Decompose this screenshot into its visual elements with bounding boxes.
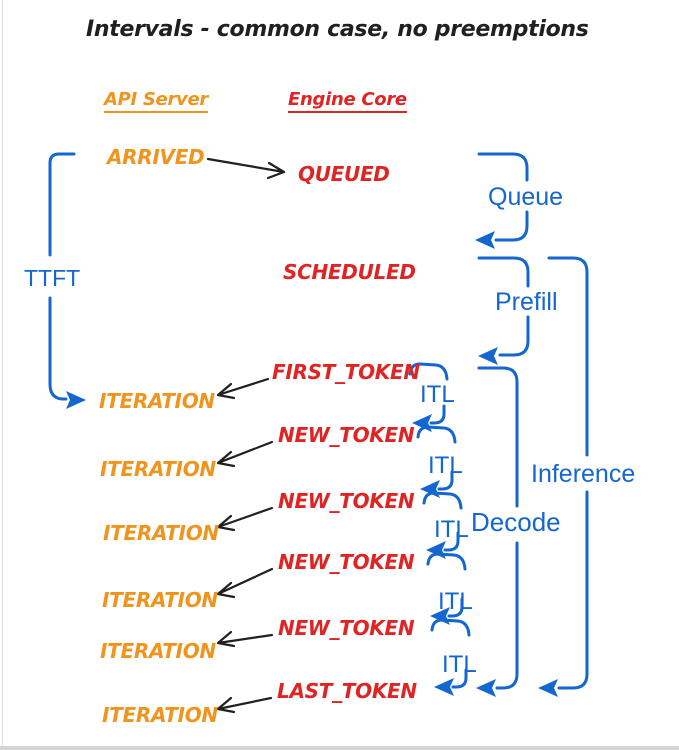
event-iteration-2: ITERATION	[100, 457, 216, 481]
interval-label-decode: Decode	[471, 507, 561, 537]
arrow-arrived-to-queued-icon	[206, 157, 286, 180]
decode-arrowhead-icon	[476, 679, 496, 697]
window-left-edge	[2, 0, 3, 750]
interval-label-inference: Inference	[531, 460, 636, 488]
prefill-arrowhead-icon	[478, 347, 498, 365]
event-iteration-4: ITERATION	[102, 588, 218, 612]
event-iteration-3: ITERATION	[103, 521, 219, 545]
interval-label-itl-5: ITL	[442, 651, 477, 678]
event-new-token-2: NEW_TOKEN	[278, 489, 415, 513]
window-bottom-edge	[0, 746, 679, 750]
interval-label-itl-3: ITL	[434, 516, 469, 543]
event-last-token: LAST_TOKEN	[277, 679, 417, 703]
itl-arrowhead-icon	[434, 678, 454, 696]
event-iteration-6: ITERATION	[102, 703, 218, 727]
queue-arrowhead-icon	[475, 231, 495, 249]
inference-arrowhead-icon	[538, 679, 558, 697]
itl-arrowhead-icon	[420, 480, 440, 498]
interval-label-itl-4: ITL	[438, 588, 473, 615]
event-iteration-1: ITERATION	[99, 389, 215, 413]
event-new-token-3: NEW_TOKEN	[278, 550, 415, 574]
decode-bracket	[476, 366, 519, 697]
inference-bracket	[538, 256, 589, 697]
column-header-engine-core: Engine Core	[288, 90, 407, 113]
event-first-token: FIRST_TOKEN	[272, 360, 420, 384]
event-new-token-4: NEW_TOKEN	[278, 616, 415, 640]
itl-arrowhead-icon	[426, 541, 446, 559]
arrow-new-token2-to-iteration-icon	[216, 506, 274, 532]
event-scheduled: SCHEDULED	[283, 260, 416, 284]
arrow-last-token-to-iteration-icon	[216, 696, 273, 714]
arrow-new-token3-to-iteration-icon	[216, 567, 274, 599]
prefill-bracket	[477, 256, 530, 365]
ttft-arrowhead-icon	[66, 391, 86, 409]
interval-label-ttft: TTFT	[24, 265, 81, 291]
event-new-token-1: NEW_TOKEN	[278, 423, 415, 447]
interval-label-itl-2: ITL	[428, 452, 463, 479]
page-title: Intervals - common case, no preemptions	[86, 17, 589, 42]
interval-label-itl-1: ITL	[420, 381, 455, 408]
ttft-bracket	[48, 152, 86, 409]
itl-connector-5	[430, 618, 471, 696]
queue-bracket	[475, 152, 529, 249]
arrow-first-token-to-iteration-icon	[216, 377, 270, 400]
event-iteration-5: ITERATION	[100, 639, 216, 663]
arrow-new-token4-to-iteration-icon	[216, 630, 274, 648]
event-arrived: ARRIVED	[107, 145, 205, 169]
interval-label-queue: Queue	[488, 183, 564, 211]
event-queued: QUEUED	[298, 162, 390, 186]
interval-label-prefill: Prefill	[495, 288, 558, 316]
arrow-new-token1-to-iteration-icon	[216, 440, 274, 468]
column-header-api-server: API Server	[104, 90, 208, 113]
